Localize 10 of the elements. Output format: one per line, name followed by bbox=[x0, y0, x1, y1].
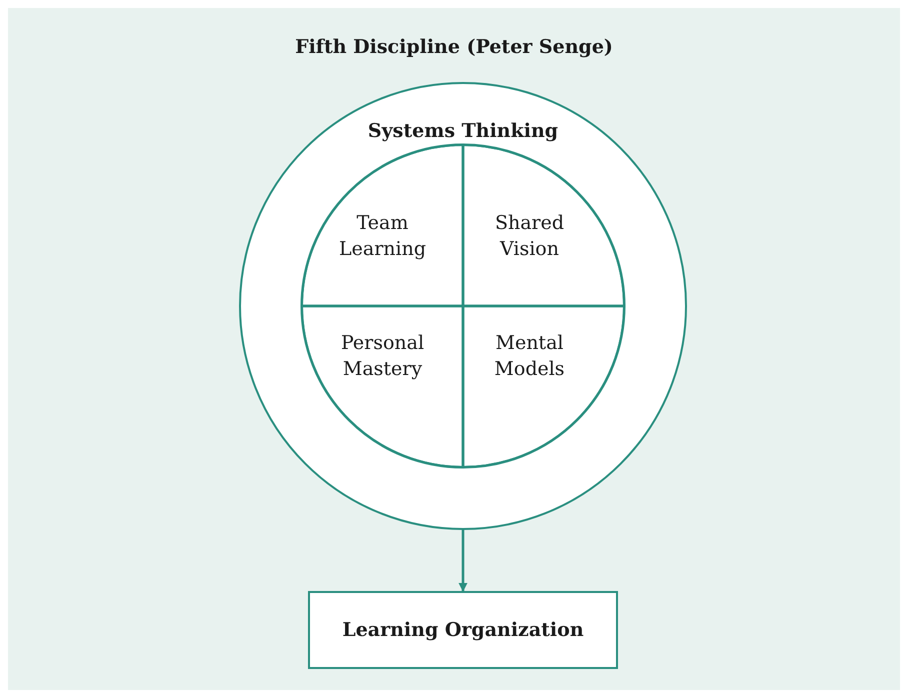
process-box bbox=[308, 591, 618, 669]
diagram-title: Fifth Discipline (Peter Senge) bbox=[294, 35, 614, 60]
ring-label: Systems Thinking bbox=[366, 119, 560, 144]
quadrant-label: Shared Vision bbox=[494, 210, 566, 262]
box-label: Learning Organization bbox=[342, 619, 584, 641]
quadrant-label: Mental Models bbox=[493, 330, 566, 382]
inner-circle bbox=[300, 144, 624, 468]
quadrant-label: Personal Mastery bbox=[340, 330, 426, 382]
quadrant-label: Team Learning bbox=[338, 210, 427, 262]
arrow bbox=[458, 530, 468, 592]
